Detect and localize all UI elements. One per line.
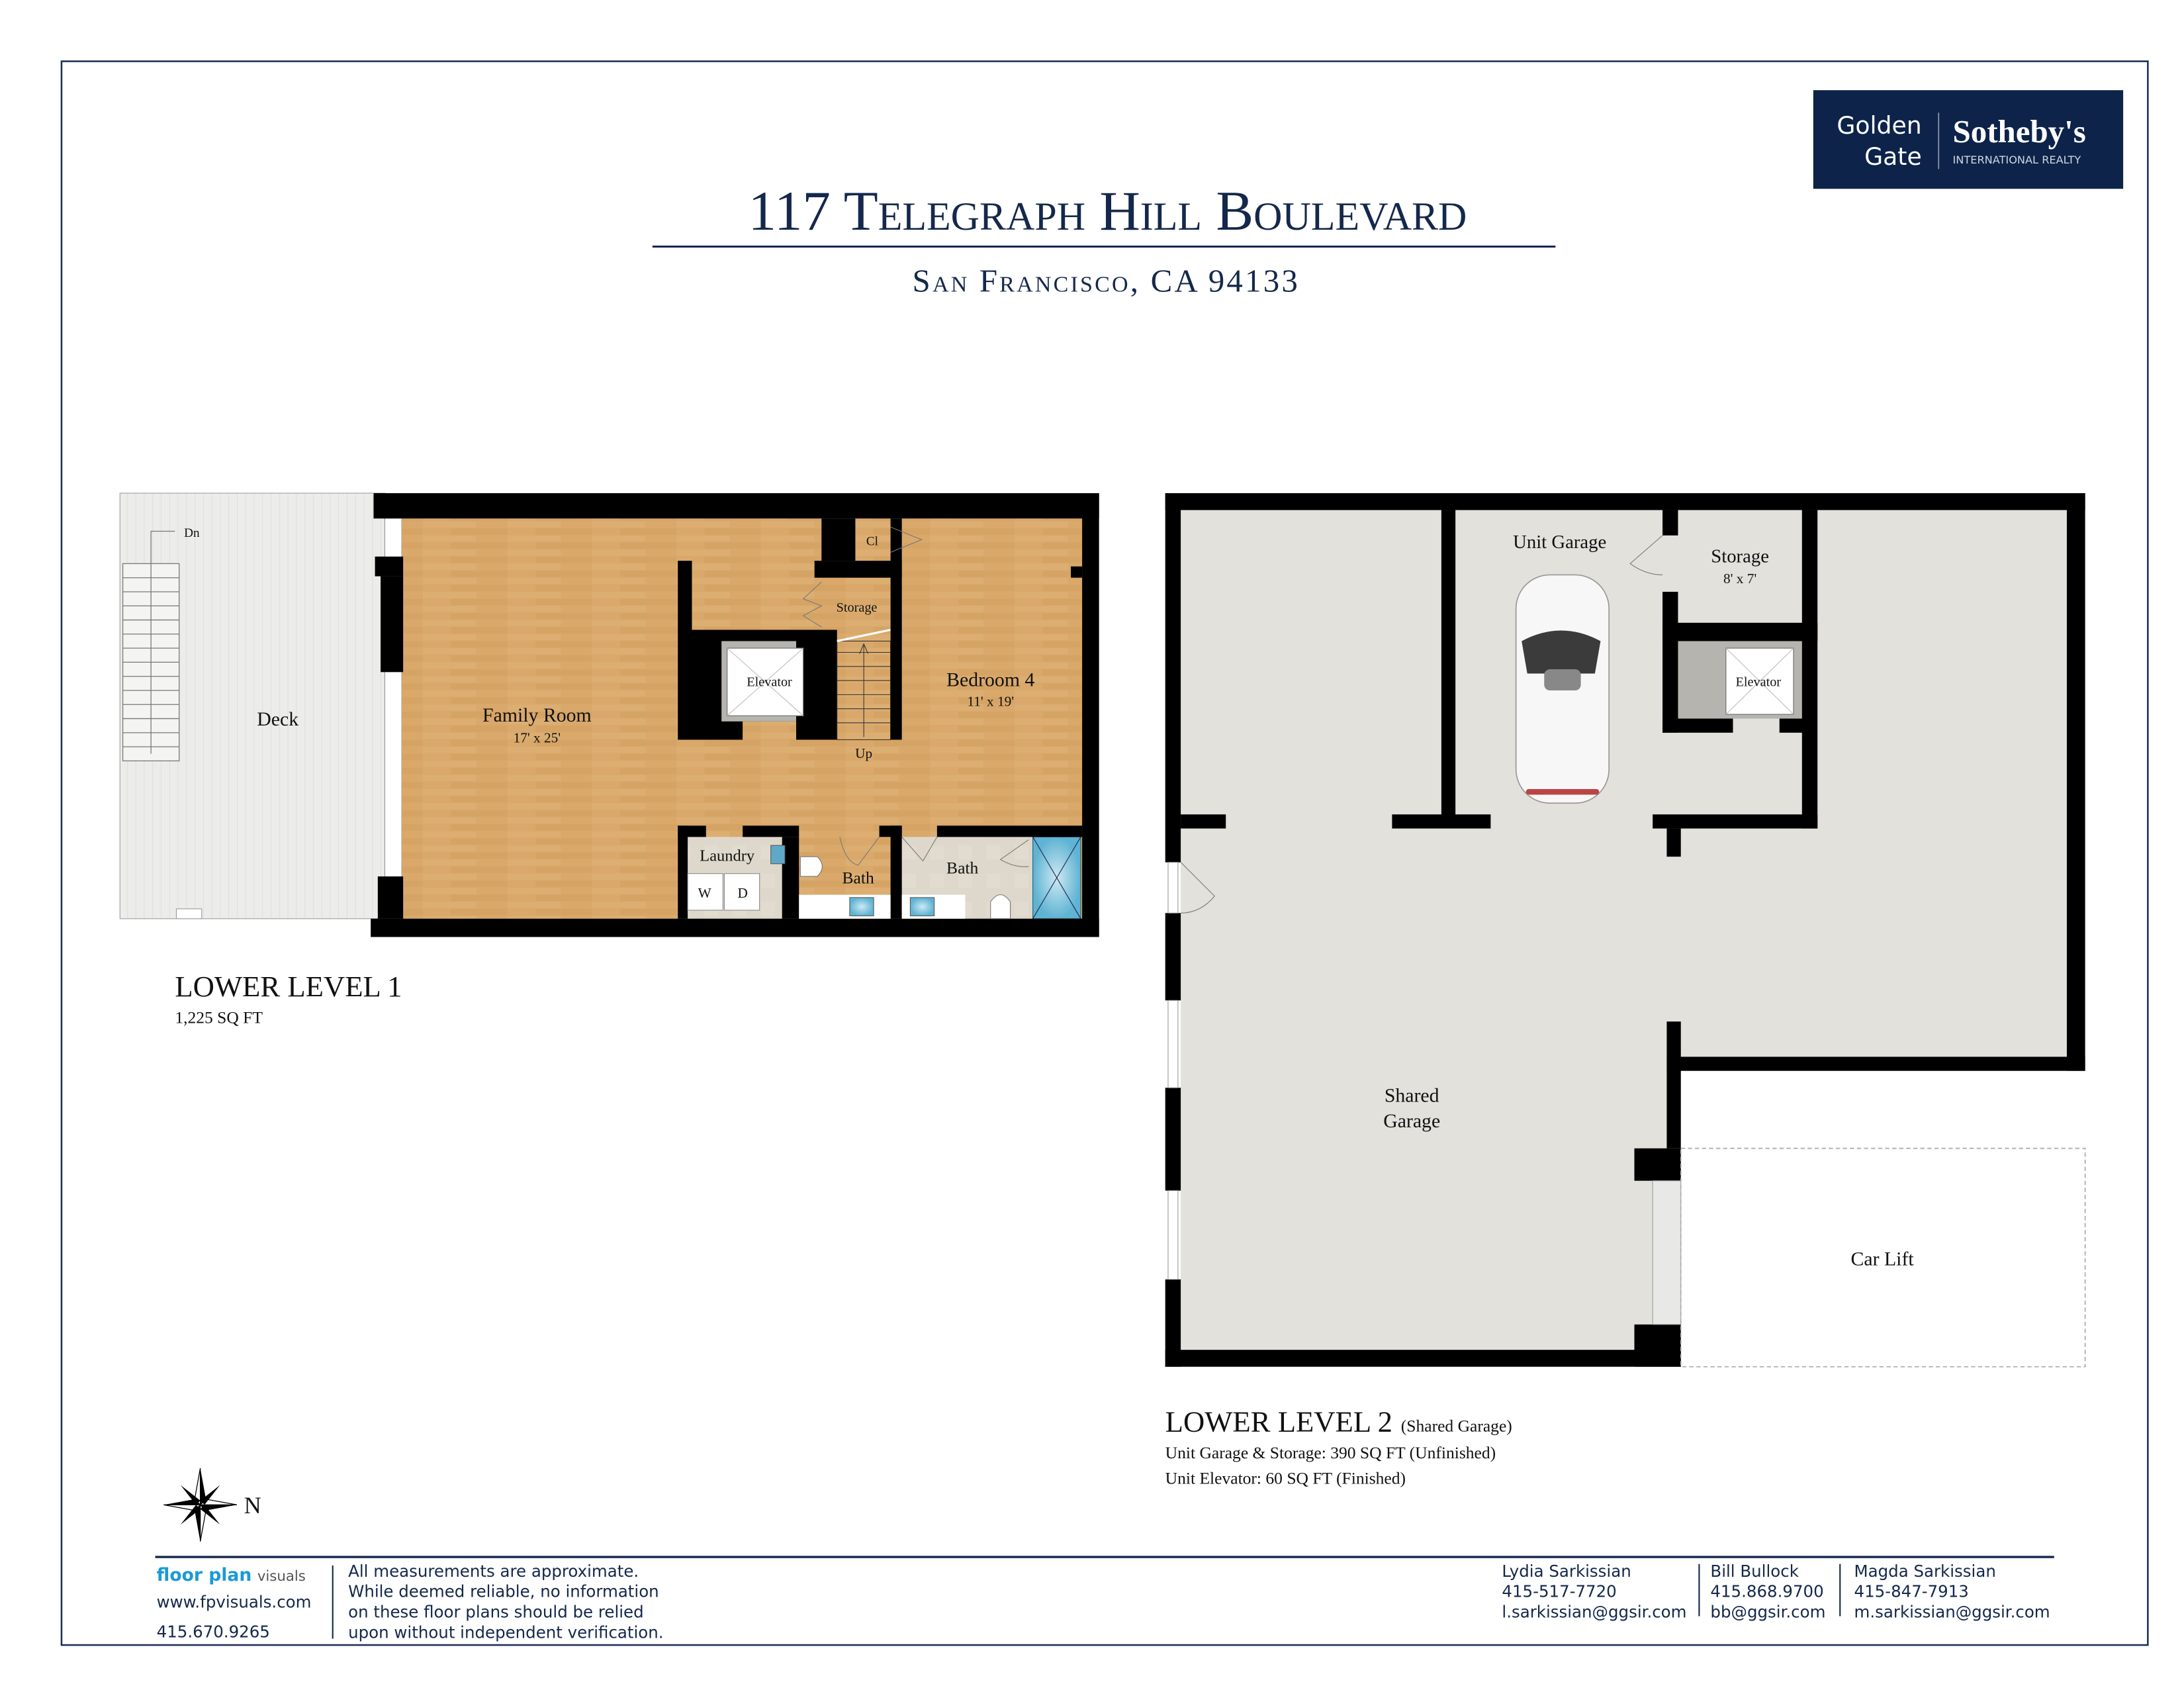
disclaimer-line: All measurements are approximate. [348,1562,639,1581]
lower-level-2-title: LOWER LEVEL 2 (Shared Garage) [1165,1405,1512,1438]
label-storage-dims: 8' x 7' [1723,571,1756,586]
compass-north-label: N [244,1492,261,1519]
label-shared-garage-1: Shared [1385,1085,1439,1107]
page-border [60,60,2149,1646]
lower-level-2-plan: Unit Garage Storage 8' x 7' Elevator Sha… [1165,492,2086,1368]
label-unit-garage: Unit Garage [1513,532,1606,553]
car-icon [1515,574,1610,804]
logo-line2: Gate [1864,142,1922,171]
fp-brand-bold: floor plan [157,1565,252,1585]
label-car-lift: Car Lift [1851,1248,1915,1270]
fp-website: www.fpvisuals.com [157,1593,312,1612]
agent-email[interactable]: bb@ggsir.com [1710,1603,1825,1622]
label-closet: Cl [866,535,878,549]
label-bath-b: Bath [946,859,978,878]
label-family-room-dims: 17' x 25' [514,730,561,746]
agent-contact: Magda Sarkissian 415-847-7913 m.sarkissi… [1854,1562,2050,1622]
page-title: 117 Telegraph Hill Boulevard [748,180,1467,242]
lower-level-2-title-text: LOWER LEVEL 2 [1165,1405,1392,1438]
fp-brand-light: visuals [257,1568,306,1585]
fp-phone: 415.670.9265 [157,1622,270,1641]
disclaimer-line: on these floor plans should be relied [348,1603,644,1622]
interior-stairs [837,628,891,741]
agent-email[interactable]: m.sarkissian@ggsir.com [1854,1603,2050,1622]
label-bedroom-4-dims: 11' x 19' [967,693,1014,709]
agent-phone: 415-517-7720 [1502,1582,1616,1601]
compass-rose-icon [163,1468,238,1542]
logo-tagline: INTERNATIONAL REALTY [1953,154,2081,166]
label-dryer: D [737,885,747,901]
lower-level-1-area: 1,225 SQ FT [175,1008,263,1027]
label-washer: W [698,885,712,901]
label-deck: Deck [257,708,298,730]
agent-contact: Bill Bullock 415.868.9700 bb@ggsir.com [1710,1562,1825,1622]
label-laundry: Laundry [700,847,755,865]
label-shared-garage-2: Garage [1383,1110,1440,1132]
agent-phone: 415.868.9700 [1710,1582,1823,1601]
label-family-room: Family Room [482,704,592,726]
washer-dryer [687,873,760,911]
logo-brand: Sotheby's [1953,113,2086,150]
disclaimer-line: While deemed reliable, no information [348,1582,659,1601]
label-bedroom-4: Bedroom 4 [946,669,1034,691]
agent-name: Bill Bullock [1710,1562,1799,1581]
lower-level-1-title: LOWER LEVEL 1 [175,970,402,1003]
label-elevator: Elevator [747,675,792,690]
label-elevator-ll2: Elevator [1736,675,1782,690]
lower-level-1-plan: Deck Dn Family Room 17' x 25' Bedroom 4 … [119,492,1099,937]
agent-name: Lydia Sarkissian [1502,1562,1631,1581]
label-bath-a: Bath [842,868,874,888]
deck-stairs [122,530,180,762]
label-dn: Dn [184,526,200,540]
car-lift-area [1680,1147,2086,1368]
agent-name: Magda Sarkissian [1854,1562,1996,1581]
agent-phone: 415-847-7913 [1854,1582,1969,1601]
lower-level-2-area-2: Unit Elevator: 60 SQ FT (Finished) [1165,1468,1406,1487]
page-subtitle: San Francisco, CA 94133 [913,263,1300,299]
label-storage: Storage [837,600,878,615]
lower-level-2-title-note: (Shared Garage) [1401,1417,1512,1436]
logo-line1: Golden [1837,111,1921,140]
agent-email[interactable]: l.sarkissian@ggsir.com [1502,1603,1686,1622]
sothebys-logo: Golden Gate Sotheby's INTERNATIONAL REAL… [1813,90,2124,189]
agent-contact: Lydia Sarkissian 415-517-7720 l.sarkissi… [1502,1562,1686,1622]
label-up: Up [855,745,872,761]
label-storage-ll2: Storage [1711,545,1769,567]
lower-level-2-area-1: Unit Garage & Storage: 390 SQ FT (Unfini… [1165,1443,1496,1462]
fp-visuals-logo: floor plan visuals [157,1565,306,1585]
disclaimer-line: upon without independent verification. [348,1622,663,1642]
garage-floor [1181,510,2067,1350]
